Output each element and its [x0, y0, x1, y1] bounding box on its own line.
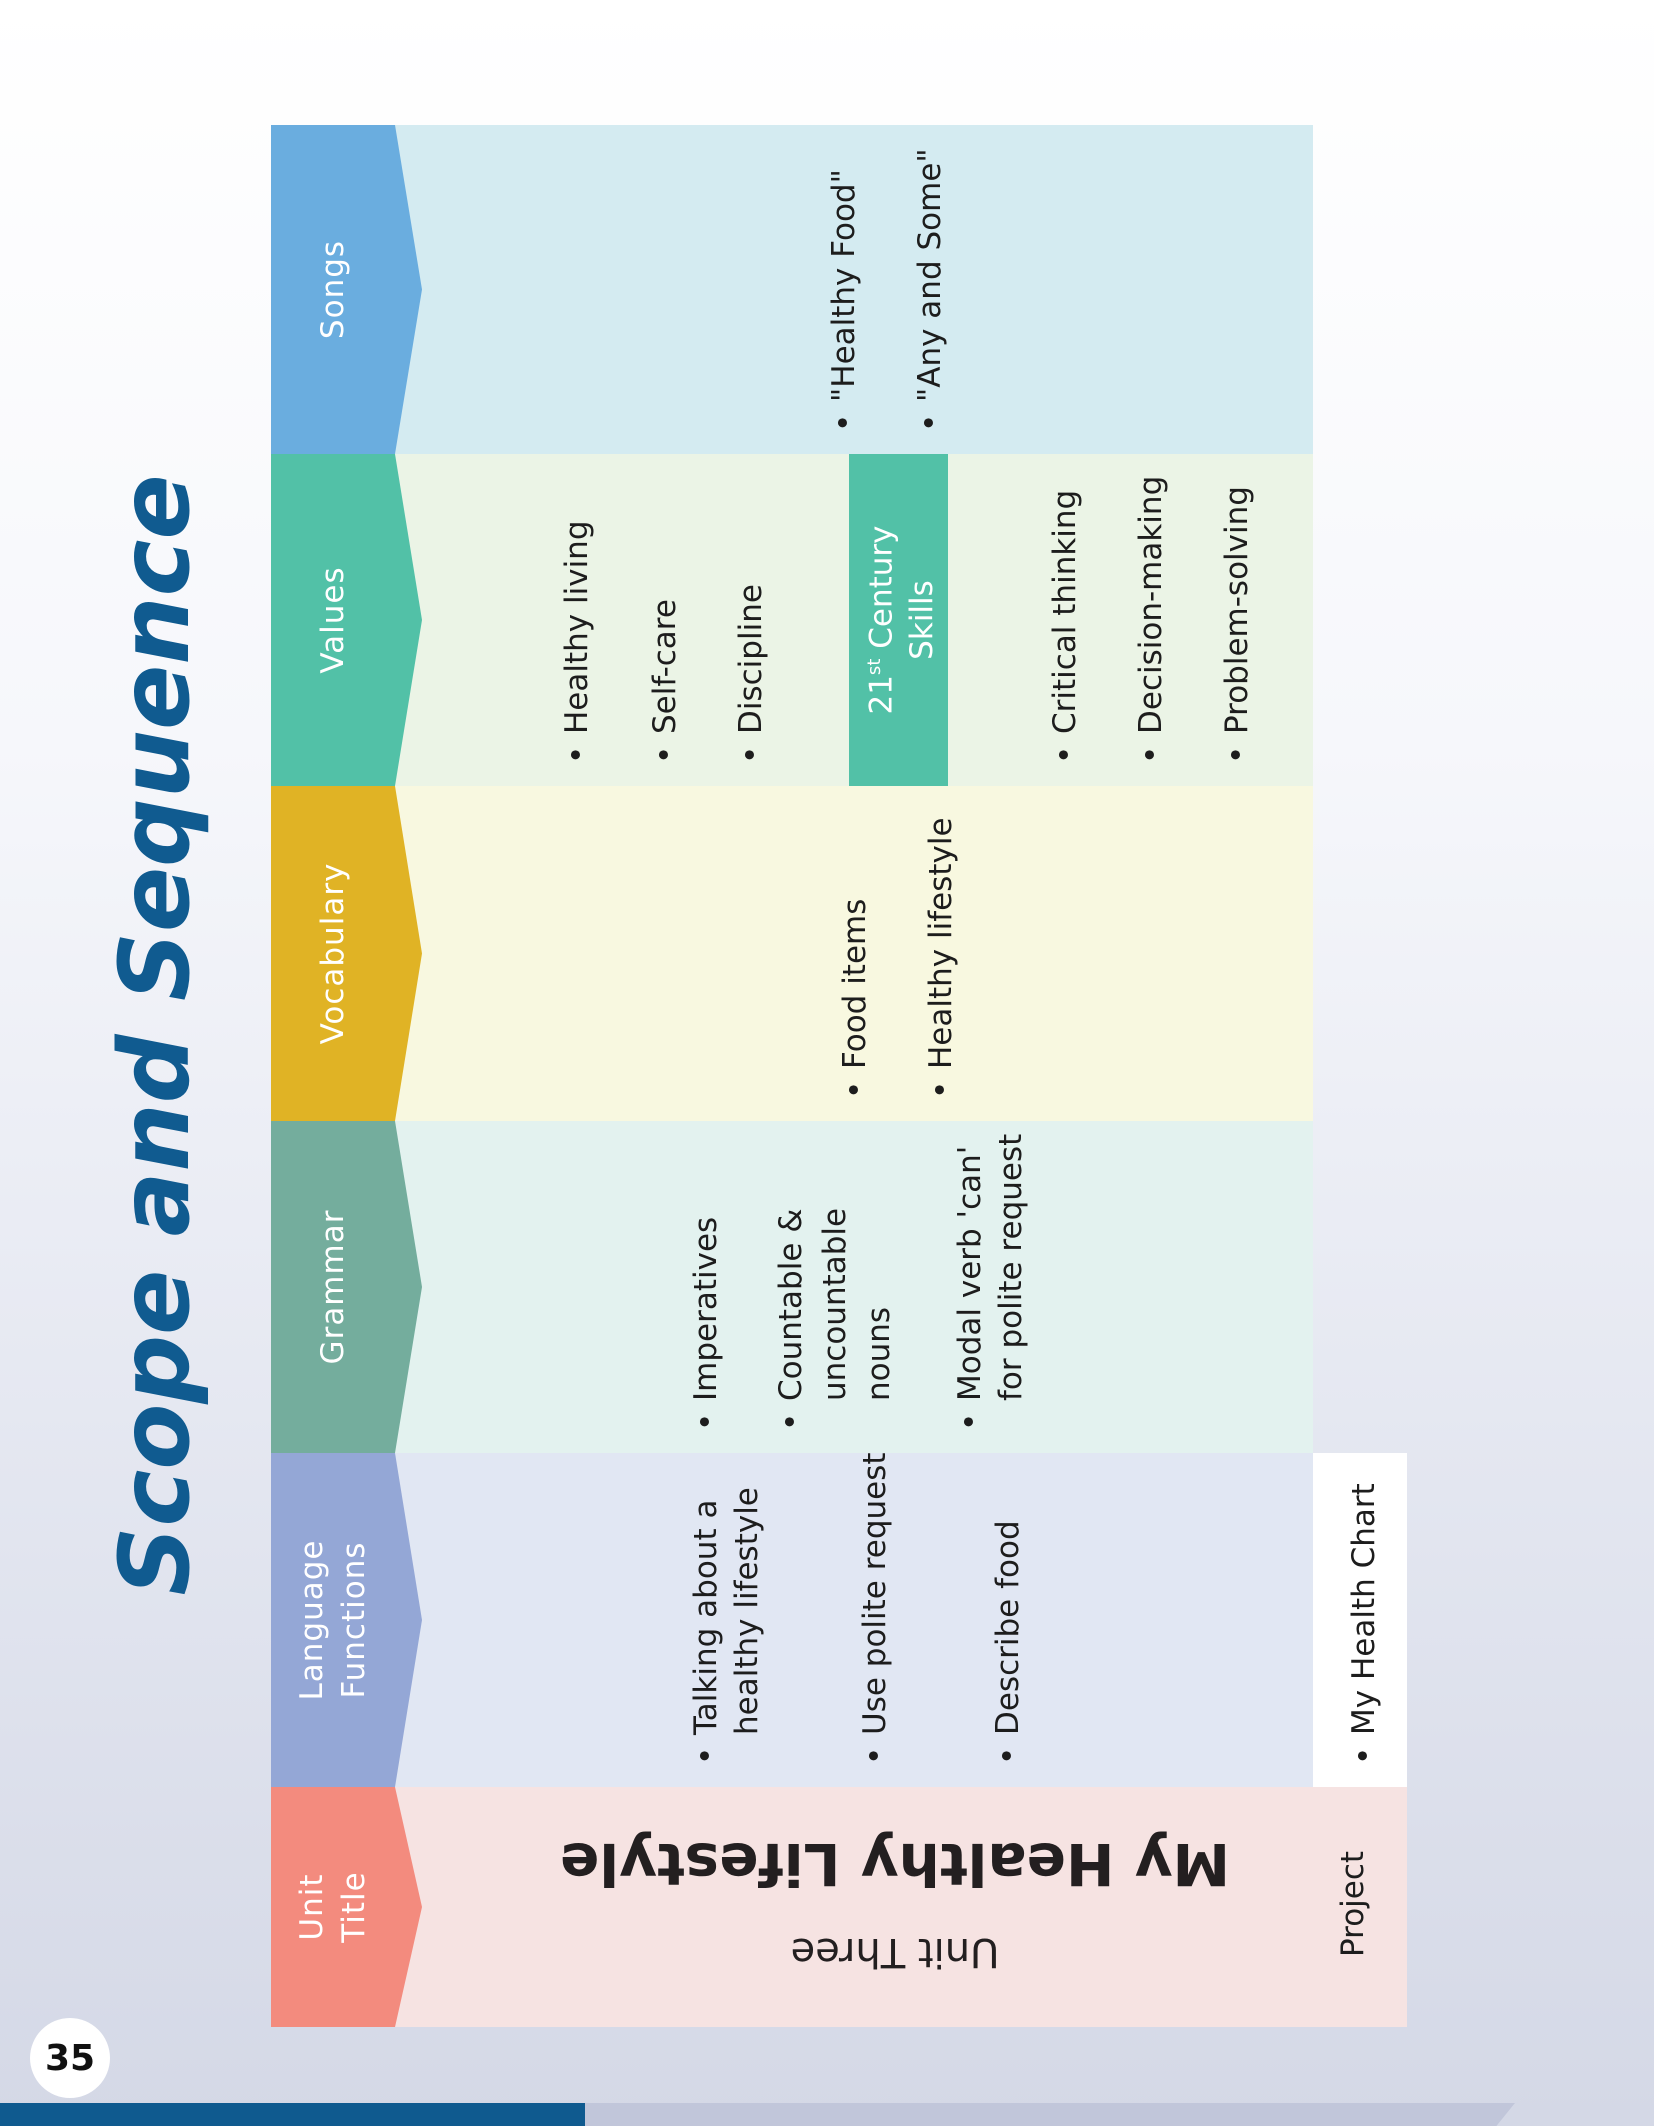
- list-item: •"Healthy Food": [826, 169, 862, 432]
- language-functions-column: Language Functions •Talking about a heal…: [271, 1452, 1407, 1787]
- page-number: 35: [30, 2018, 110, 2098]
- list-item: •Healthy living: [559, 520, 595, 764]
- project-item: •My Health Chart: [1346, 1483, 1382, 1765]
- list-item-continuation: uncountable: [817, 1207, 853, 1401]
- unit-number: Unit Three: [790, 1929, 1000, 1975]
- songs-header-label: Songs: [315, 239, 351, 340]
- vocabulary-header-label: Vocabulary: [315, 862, 351, 1045]
- language-functions-header-label: Functions: [336, 1541, 372, 1699]
- list-item: •Problem-solving: [1219, 486, 1255, 764]
- list-item: •Talking about a: [688, 1499, 724, 1765]
- list-item: •Use polite request: [857, 1452, 893, 1765]
- list-item-continuation: nouns: [861, 1306, 897, 1401]
- values-header: Values: [271, 454, 422, 786]
- 21st-century-skills-box: 21st Century Skills: [849, 454, 948, 786]
- unit-title-header: Unit Title: [271, 1787, 422, 2027]
- list-item: •Food items: [837, 898, 873, 1099]
- list-item: •Healthy lifestyle: [923, 817, 959, 1099]
- grammar-header: Grammar: [271, 1121, 422, 1453]
- list-item-continuation: for polite request: [993, 1133, 1029, 1401]
- language-functions-header-label: Language: [294, 1539, 330, 1701]
- unit-name: My Healthy Lifestyle: [559, 1830, 1231, 1898]
- project-label: Project: [1335, 1850, 1371, 1957]
- list-item: •Critical thinking: [1047, 489, 1083, 764]
- list-item: •Modal verb 'can': [952, 1145, 988, 1431]
- list-item: •"Any and Some": [912, 148, 948, 432]
- grammar-column: Grammar •Imperatives •Countable & uncoun…: [271, 1121, 1313, 1453]
- list-item: •Imperatives: [688, 1216, 724, 1431]
- list-item: •Countable &: [773, 1208, 809, 1431]
- list-item-continuation: healthy lifestyle: [729, 1487, 765, 1735]
- unit-title-column: Unit Title Project: [271, 1787, 1407, 2027]
- list-item: •Self-care: [647, 599, 683, 764]
- language-functions-header: Language Functions: [271, 1453, 422, 1787]
- grammar-header-label: Grammar: [315, 1209, 351, 1365]
- songs-header: Songs: [271, 125, 422, 454]
- unit-title-header-label: Title: [336, 1871, 372, 1943]
- values-column: Values •Healthy living •Self-care •Disci…: [271, 454, 1313, 786]
- list-item: •Decision-making: [1133, 475, 1169, 764]
- list-item: •Describe food: [990, 1520, 1026, 1765]
- footer-bar: [585, 2103, 1515, 2126]
- page-title: Scope and Sequence: [99, 474, 211, 1596]
- songs-column: Songs •"Healthy Food" •"Any and Some": [271, 125, 1313, 454]
- vocabulary-header: Vocabulary: [271, 786, 422, 1121]
- footer-accent-bar: [0, 2103, 585, 2126]
- values-header-label: Values: [315, 566, 351, 674]
- unit-title-header-label: Unit: [294, 1873, 330, 1941]
- vocabulary-column: Vocabulary •Food items •Healthy lifestyl…: [271, 786, 1313, 1121]
- list-item: •Discipline: [733, 584, 769, 764]
